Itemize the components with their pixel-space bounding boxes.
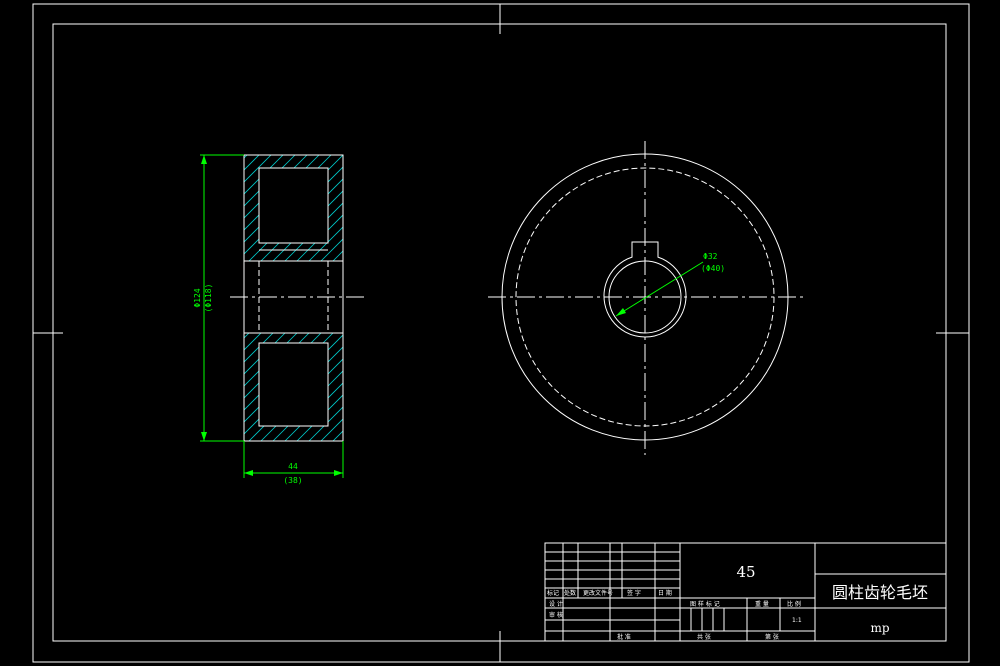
hatch-line bbox=[113, 150, 228, 265]
hatch-upper bbox=[65, 150, 480, 265]
bore-with-keyway bbox=[603, 241, 687, 338]
hatch-line bbox=[256, 155, 343, 261]
hatch-line bbox=[328, 155, 343, 261]
hatch-line bbox=[244, 155, 253, 261]
hatch-line bbox=[304, 155, 343, 261]
dim-width-alt: (38) bbox=[283, 476, 302, 485]
hatch-line bbox=[244, 333, 337, 441]
hatch-line bbox=[244, 155, 289, 261]
hatch-line bbox=[65, 330, 180, 445]
tb-scale-label: 比 例 bbox=[787, 600, 801, 608]
hatch-line bbox=[292, 155, 343, 261]
inner-outline-upper bbox=[258, 167, 329, 244]
hatch-line bbox=[244, 155, 325, 261]
dim-arrow-right bbox=[334, 470, 343, 476]
hatch-line bbox=[244, 155, 265, 261]
hatch-line bbox=[280, 333, 343, 441]
hatch-line bbox=[244, 155, 301, 261]
hatch-line bbox=[89, 150, 204, 265]
hatch-line bbox=[244, 333, 277, 441]
tb-rev-sign: 签 字 bbox=[627, 589, 641, 597]
tb-review: 审 核 bbox=[549, 611, 563, 619]
hatch-line bbox=[77, 150, 192, 265]
front-view: Φ32 (Φ40) bbox=[488, 141, 803, 455]
dim-outer-diameter-alt: (Φ118) bbox=[204, 284, 213, 313]
hatch-line bbox=[65, 150, 180, 265]
hatch-line bbox=[244, 155, 277, 261]
hatch-line bbox=[256, 333, 343, 441]
sheet-outer-border bbox=[32, 3, 970, 663]
tb-scale-value: 1:1 bbox=[792, 617, 802, 624]
sheet-inner-frame bbox=[52, 23, 947, 642]
hatch-lower bbox=[65, 330, 480, 445]
dim-arrow-bottom bbox=[201, 432, 207, 441]
tb-material: 45 bbox=[736, 563, 755, 581]
hatch-line bbox=[365, 330, 480, 445]
hatch-line bbox=[340, 333, 343, 441]
hatch-line bbox=[244, 333, 343, 441]
tb-rev-date: 日 期 bbox=[658, 589, 672, 597]
hatch-line bbox=[113, 330, 228, 445]
hatch-line bbox=[365, 150, 480, 265]
dim-leader-bore bbox=[615, 261, 704, 317]
hatch-line bbox=[268, 333, 343, 441]
dim-bore-alt: (Φ40) bbox=[701, 264, 725, 273]
tb-approve: 批 准 bbox=[617, 633, 631, 641]
hatch-line bbox=[244, 155, 337, 261]
hatch-line bbox=[244, 333, 301, 441]
tb-weight: 重 量 bbox=[755, 600, 769, 608]
hatch-line bbox=[316, 333, 343, 441]
hatch-line bbox=[328, 333, 343, 441]
tb-sheet-no: 第 张 bbox=[765, 633, 779, 641]
hatch-line bbox=[292, 333, 343, 441]
hatch-line bbox=[101, 150, 216, 265]
tb-drawing-number: mp bbox=[870, 621, 889, 635]
hatch-line bbox=[244, 333, 325, 441]
section-outline bbox=[243, 154, 344, 442]
tb-stage-mark: 图 样 标 记 bbox=[690, 600, 720, 608]
hatch-line bbox=[340, 155, 343, 261]
hatch-line bbox=[89, 330, 204, 445]
dim-width: 44 bbox=[288, 462, 298, 471]
hatch-line bbox=[125, 150, 240, 265]
dim-arrow-top bbox=[201, 155, 207, 164]
hatch-line bbox=[125, 330, 240, 445]
hatch-line bbox=[101, 330, 216, 445]
tb-designer: 设 计 bbox=[549, 600, 563, 608]
dim-arrow-bore bbox=[616, 308, 626, 316]
hatch-line bbox=[280, 155, 343, 261]
hatch-line bbox=[244, 155, 343, 261]
section-view: Φ124 (Φ118) 44 (38) bbox=[65, 150, 480, 485]
hatch-line bbox=[244, 333, 253, 441]
title-block: 标记 处数 更改文件号 签 字 日 期 设 计 审 核 批 准 图 样 标 记 … bbox=[544, 542, 947, 642]
tb-rev-marks: 标记 bbox=[547, 589, 559, 597]
hatch-line bbox=[244, 155, 313, 261]
hatch-line bbox=[304, 333, 343, 441]
hatch-line bbox=[353, 150, 468, 265]
tb-rev-count: 处数 bbox=[564, 589, 576, 597]
hatch-line bbox=[244, 333, 313, 441]
tb-sheet-total: 共 张 bbox=[697, 633, 711, 641]
hatch-line bbox=[353, 330, 468, 445]
dim-arrow-left bbox=[244, 470, 253, 476]
dim-outer-diameter: Φ124 bbox=[193, 288, 202, 307]
hatch-line bbox=[316, 155, 343, 261]
tb-rev-file: 更改文件号 bbox=[583, 589, 613, 597]
hatch-line bbox=[244, 333, 265, 441]
tb-part-name: 圆柱齿轮毛坯 bbox=[832, 583, 928, 602]
hatch-line bbox=[268, 155, 343, 261]
hatch-line bbox=[77, 330, 192, 445]
hatch-line bbox=[244, 333, 289, 441]
inner-outline-lower bbox=[258, 342, 329, 427]
dim-bore: Φ32 bbox=[703, 252, 718, 261]
